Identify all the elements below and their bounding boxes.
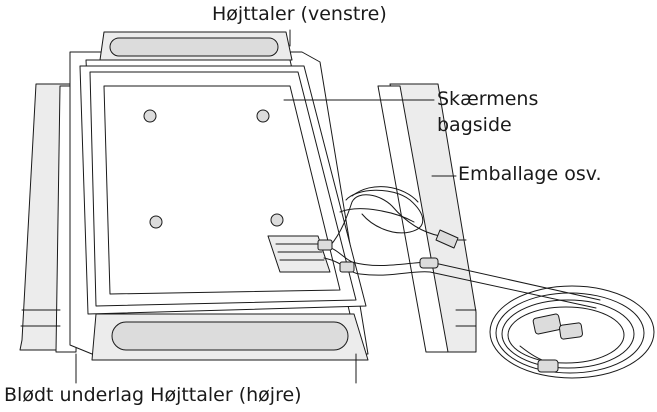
label-soft-underlay-speaker-right: Blødt underlag Højttaler (højre) xyxy=(4,384,302,406)
signal-cable xyxy=(317,239,601,309)
label-screen-back: Skærmens bagside xyxy=(437,86,538,138)
speaker-right xyxy=(91,313,369,361)
label-screen-back-line2: bagside xyxy=(437,114,512,136)
coiled-cable xyxy=(489,285,655,379)
power-cord xyxy=(329,186,467,249)
connector-panel xyxy=(267,235,331,273)
label-packaging: Emballage osv. xyxy=(458,163,602,185)
label-screen-back-line1: Skærmens xyxy=(437,88,539,110)
leader-lines xyxy=(75,29,457,384)
label-speaker-left: Højttaler (venstre) xyxy=(212,3,387,25)
speaker-left xyxy=(99,31,293,61)
